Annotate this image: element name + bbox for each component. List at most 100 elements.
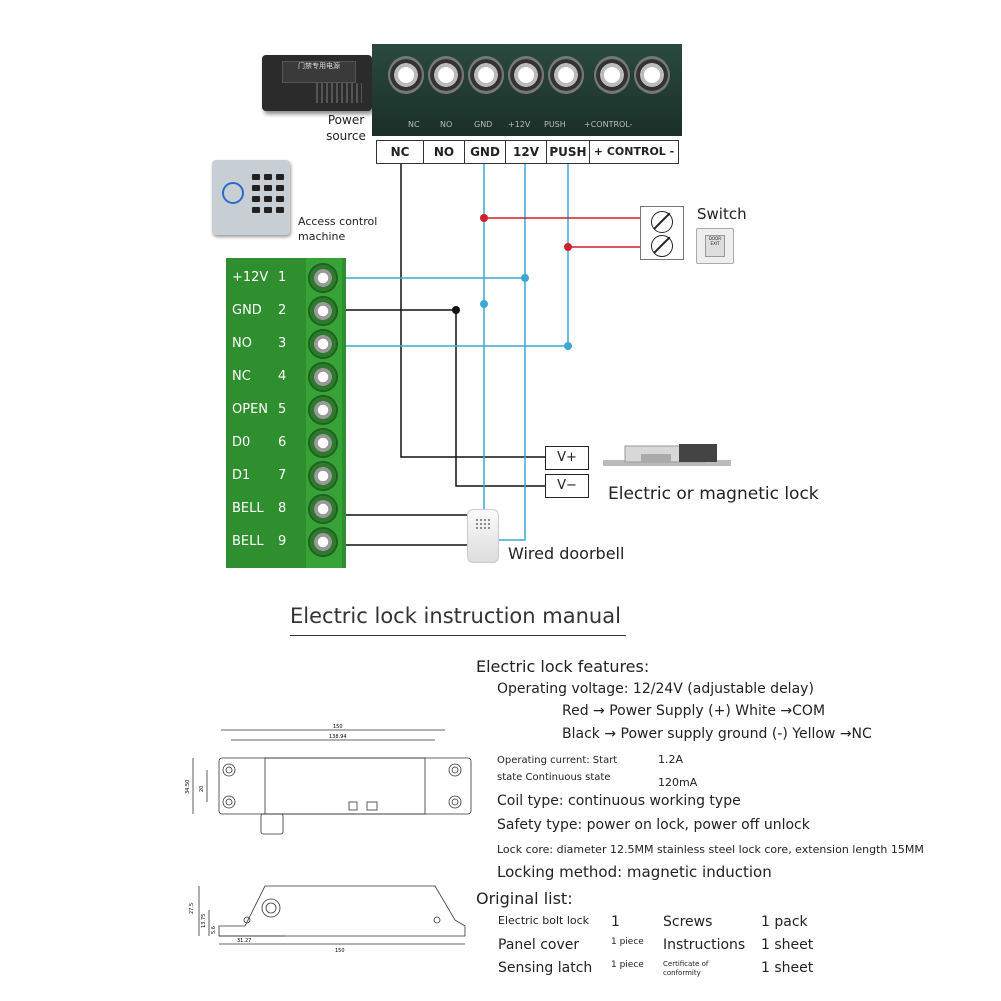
terminal-screw	[428, 56, 464, 94]
board-row-number: 5	[278, 402, 287, 417]
board-row-number: 6	[278, 435, 287, 450]
board-row-label: NO	[232, 336, 252, 351]
original-list-qty: 1 piece	[611, 937, 644, 947]
silk-12v: +12V	[508, 120, 531, 129]
board-terminal-screw	[310, 298, 336, 324]
dim-top-outer: 150	[333, 724, 343, 730]
features-heading: Electric lock features:	[476, 657, 650, 676]
dim-side-h1: 27.5	[189, 903, 195, 914]
terminal-label-push: PUSH	[547, 141, 590, 163]
board-row-number: 1	[278, 270, 287, 285]
feature-safety: Safety type: power on lock, power off un…	[497, 817, 810, 833]
rfid-icon	[222, 182, 244, 204]
terminal-screw	[508, 56, 544, 94]
board-row-number: 4	[278, 369, 287, 384]
dim-side-a: 31.27	[237, 938, 251, 944]
board-row-number: 3	[278, 336, 287, 351]
doorbell-label: Wired doorbell	[508, 544, 625, 563]
original-list-heading: Original list:	[476, 889, 573, 908]
original-list-qty: 1	[611, 914, 620, 930]
feature-core: Lock core: diameter 12.5MM stainless ste…	[497, 843, 924, 856]
power-source-label: Power source	[326, 113, 366, 143]
junction-push	[564, 342, 572, 350]
original-list-qty2: 1 sheet	[761, 960, 814, 976]
board-terminal-screw	[310, 529, 336, 555]
junction-gnd-black	[452, 306, 460, 314]
board-row-number: 9	[278, 534, 287, 549]
dim-top-inner: 138.94	[329, 734, 347, 740]
switch-screw-icon	[651, 211, 673, 233]
wire-12v-vertical	[497, 163, 526, 541]
silk-control: +CONTROL-	[584, 120, 633, 129]
access-control-label: Access control machine	[298, 214, 377, 244]
feature-current-continuous: 120mA	[658, 776, 698, 789]
original-list-name: Sensing latch	[498, 960, 593, 976]
title-underline	[290, 635, 626, 636]
power-supply-plate: 门禁专用电源	[282, 61, 356, 83]
junction-gnd-blue	[480, 300, 488, 308]
exit-button-image: DOOR EXIT	[696, 228, 734, 264]
feature-wire-1: Red → Power Supply (+) White →COM	[562, 703, 826, 719]
dim-h1: 34.50	[185, 780, 191, 794]
silk-no: NO	[440, 120, 453, 129]
original-list-name: Electric bolt lock	[498, 914, 590, 927]
exit-button-face: DOOR EXIT	[705, 235, 725, 257]
board-row-label: D1	[232, 468, 251, 483]
board-row-label: OPEN	[232, 402, 269, 417]
dim-side-length: 150	[335, 948, 345, 954]
board-terminal-screw	[310, 430, 336, 456]
silk-push: PUSH	[544, 120, 566, 129]
dim-side-h2: 13.75	[201, 914, 207, 928]
board-row-number: 8	[278, 501, 287, 516]
original-list-qty2: 1 pack	[761, 914, 808, 930]
doorbell-image	[467, 509, 499, 563]
switch-screw-icon	[651, 235, 673, 257]
original-list-name2: Screws	[663, 914, 713, 930]
terminal-label-row: NC NO GND 12V PUSH + CONTROL -	[376, 140, 679, 164]
board-row-label: BELL	[232, 534, 264, 549]
terminal-label-control: + CONTROL -	[593, 145, 675, 158]
terminal-label-nc: NC	[377, 141, 424, 163]
terminal-label-12v: 12V	[506, 141, 547, 163]
terminal-screw	[594, 56, 630, 94]
access-control-keypad-image	[212, 160, 290, 235]
board-terminal-screw	[310, 364, 336, 390]
feature-current-label-1: Operating current: Start	[497, 755, 618, 766]
dim-h2: 20	[199, 786, 205, 792]
original-list-name2: Certificate of conformity	[663, 960, 709, 977]
terminal-screw	[634, 56, 670, 94]
board-row-label: NC	[232, 369, 251, 384]
original-list-name2: Instructions	[663, 937, 746, 953]
lock-label: Electric or magnetic lock	[608, 484, 819, 504]
electric-lock-image	[603, 444, 731, 466]
feature-coil: Coil type: continuous working type	[497, 793, 741, 809]
wire-gnd-board-to-lock-vminus	[332, 309, 545, 487]
board-terminal-screw	[310, 496, 336, 522]
silk-gnd: GND	[474, 120, 493, 129]
feature-current-label-2: state Continuous state	[497, 772, 611, 783]
feature-current-start: 1.2A	[658, 753, 684, 766]
lock-side-view-drawing: 150 31.27 27.5 13.75 5.6	[189, 885, 466, 954]
power-terminal-block: NC NO GND +12V PUSH +CONTROL-	[372, 44, 682, 136]
speaker-grill-icon	[475, 518, 491, 530]
lock-vplus-label: V+	[545, 446, 589, 470]
power-supply-image: 门禁专用电源	[262, 55, 372, 111]
junction-gnd-red	[480, 214, 488, 222]
manual-title: Electric lock instruction manual	[290, 604, 621, 628]
silk-nc: NC	[408, 120, 420, 129]
terminal-label-gnd: GND	[465, 141, 506, 163]
power-supply-vent	[316, 83, 362, 103]
switch-terminal	[640, 206, 684, 260]
terminal-label-no: NO	[424, 141, 465, 163]
original-list-qty2: 1 sheet	[761, 937, 814, 953]
dim-side-h3: 5.6	[211, 926, 217, 934]
feature-wire-2: Black → Power supply ground (-) Yellow →…	[562, 726, 872, 742]
board-row-label: D0	[232, 435, 251, 450]
board-row-label: GND	[232, 303, 262, 318]
board-terminal-screw	[310, 331, 336, 357]
original-list-qty: 1 piece	[611, 960, 644, 970]
wire-nc-to-lock-vplus	[400, 163, 545, 458]
board-terminal-screw	[310, 463, 336, 489]
